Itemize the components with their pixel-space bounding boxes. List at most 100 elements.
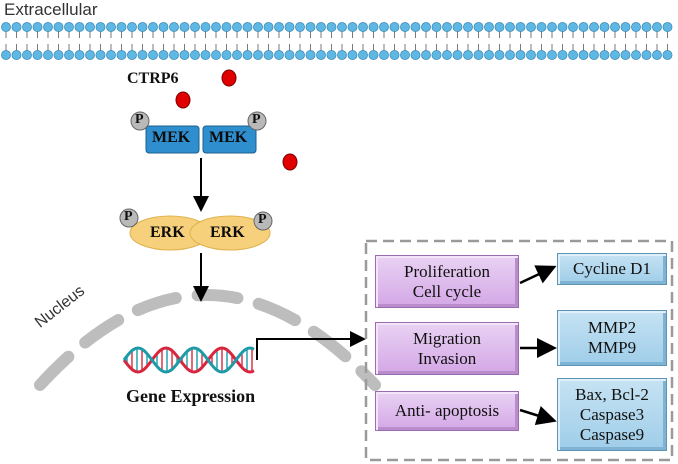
lipid-head	[347, 22, 358, 32]
lipid-head	[631, 22, 641, 32]
process-line: Invasion	[417, 348, 477, 368]
lipid-head	[74, 22, 85, 32]
target-box-cycline: Cycline D1	[557, 253, 667, 285]
lipid-head	[242, 50, 253, 60]
lipid-head	[274, 50, 284, 60]
lipid-head	[316, 22, 326, 32]
lipid-head	[557, 22, 568, 32]
lipid-head	[610, 50, 620, 60]
lipid-head	[11, 50, 22, 60]
lipid-head	[410, 50, 421, 60]
lipid-head	[305, 22, 316, 32]
erk-protein-right	[189, 215, 271, 251]
lipid-head	[43, 50, 53, 60]
lipid-head	[484, 50, 494, 60]
ctrp6-ligands	[175, 69, 298, 171]
lipid-head	[326, 50, 337, 60]
lipid-head	[211, 22, 221, 32]
lipid-head	[169, 22, 179, 32]
lipid-head	[536, 50, 547, 60]
target-line: MMP9	[587, 338, 637, 357]
lipid-head	[515, 50, 526, 60]
target-line: Cycline D1	[573, 259, 651, 278]
lipid-head	[536, 22, 547, 32]
lipid-head	[599, 22, 610, 32]
lipid-head	[662, 22, 673, 32]
lipid-head	[11, 22, 22, 32]
lipid-head	[641, 50, 652, 60]
lipid-head	[221, 50, 232, 60]
target-line: Caspase9	[579, 424, 645, 444]
lipid-head	[200, 22, 211, 32]
phospho-group-icon	[247, 111, 267, 131]
lipid-head	[358, 22, 368, 32]
lipid-head	[85, 50, 95, 60]
lipid-head	[379, 50, 389, 60]
lipid-head	[610, 22, 620, 32]
mek-label-right: MEK	[209, 129, 248, 146]
lipid-head	[232, 22, 242, 32]
lipid-head	[148, 50, 158, 60]
ctrp6-dot	[221, 69, 237, 87]
lipid-head	[620, 50, 631, 60]
lipid-head	[85, 22, 95, 32]
lipid-head	[400, 22, 410, 32]
erk-dimer	[119, 208, 273, 251]
lipid-head	[295, 22, 305, 32]
lipid-head	[106, 22, 116, 32]
lipid-head	[53, 22, 64, 32]
lipid-head	[337, 22, 347, 32]
ctrp6-dot	[175, 91, 191, 109]
lipid-head	[64, 22, 74, 32]
lipid-head	[158, 22, 169, 32]
lipid-head	[284, 50, 295, 60]
lipid-head	[589, 22, 599, 32]
lipid-head	[421, 22, 431, 32]
lipid-head	[316, 50, 326, 60]
dna-helix-icon	[122, 346, 255, 374]
arrow-gene-to-outcomes	[256, 331, 366, 360]
lipid-head	[263, 50, 274, 60]
lipid-head	[442, 22, 452, 32]
lipid-head	[473, 22, 484, 32]
lipid-head	[368, 50, 379, 60]
lipid-head	[127, 22, 137, 32]
lipid-head	[589, 50, 599, 60]
lipid-head	[95, 22, 106, 32]
mek-label-left: MEK	[152, 129, 191, 146]
mek-protein-right	[202, 125, 257, 154]
lipid-head	[494, 22, 505, 32]
lipid-head	[169, 50, 179, 60]
lipid-head	[295, 50, 305, 60]
lipid-head	[547, 22, 557, 32]
lipid-head	[263, 22, 274, 32]
lipid-head	[179, 22, 190, 32]
target-line: Caspase3	[579, 404, 645, 424]
lipid-head	[74, 50, 85, 60]
lipid-head	[505, 22, 515, 32]
lipid-head	[568, 22, 578, 32]
lipid-head	[190, 22, 200, 32]
lipid-head	[106, 50, 116, 60]
lipid-head	[53, 50, 64, 60]
lipid-head	[221, 22, 232, 32]
dna-strand	[122, 346, 255, 374]
target-box-mmp: MMP2 MMP9	[557, 310, 667, 366]
lipid-head	[190, 50, 200, 60]
lipid-head	[484, 22, 494, 32]
lipid-head	[179, 50, 190, 60]
lipid-head	[515, 22, 526, 32]
lipid-head	[368, 22, 379, 32]
lipid-head	[410, 22, 421, 32]
lipid-head	[463, 50, 473, 60]
lipid-head	[116, 50, 127, 60]
gene-expression-label: Gene Expression	[126, 386, 256, 406]
lipid-head	[253, 22, 263, 32]
lipid-head	[232, 50, 242, 60]
process-box-proliferation: Proliferation Cell cycle	[375, 255, 519, 308]
lipid-head	[578, 22, 589, 32]
lipid-head	[1, 22, 11, 32]
lipid-head	[431, 50, 442, 60]
cell-membrane	[1, 22, 673, 60]
lipid-head	[22, 22, 32, 32]
